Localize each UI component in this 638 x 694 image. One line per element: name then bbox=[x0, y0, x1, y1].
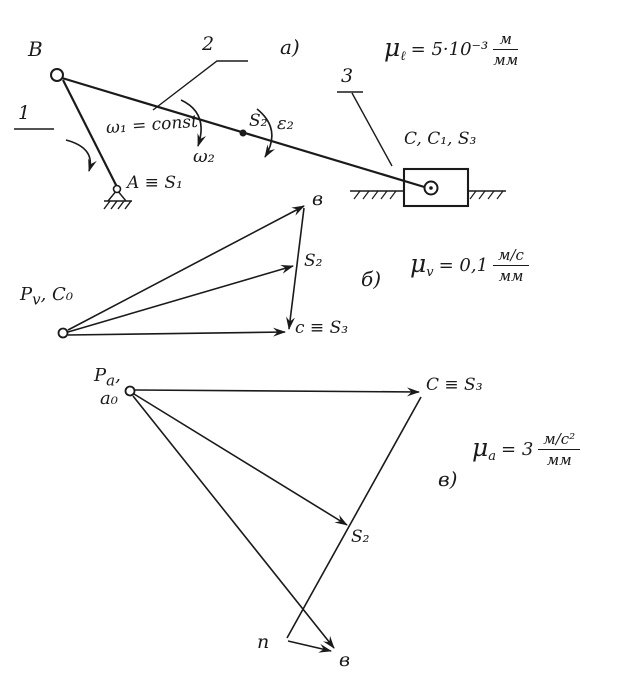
label-velocity-b: в bbox=[312, 188, 324, 210]
pivot-A-pin bbox=[112, 184, 122, 194]
acceleration-vector-b bbox=[132, 395, 335, 649]
label-C-C1-S3: C, C₁, S₃ bbox=[404, 129, 477, 149]
section-label-v: в) bbox=[438, 467, 458, 491]
rail-hatching-right bbox=[469, 190, 504, 200]
rail-hatching-left bbox=[353, 190, 397, 200]
label-omega2: ω₂ bbox=[193, 146, 215, 167]
section-label-b: б) bbox=[361, 267, 382, 291]
omega2-rotation-arrow bbox=[180, 99, 207, 147]
acceleration-vector-S2 bbox=[133, 393, 348, 526]
velocity-pole bbox=[57, 327, 69, 339]
acceleration-polygon bbox=[124, 385, 422, 653]
mechanism-diagram bbox=[14, 60, 506, 210]
acceleration-line-c-n bbox=[286, 396, 422, 639]
mu-v-symbol: μv bbox=[410, 249, 434, 281]
epsilon2-arrow bbox=[256, 108, 276, 158]
label-velocity-pole: Pv, C₀ bbox=[20, 284, 74, 309]
joint-B bbox=[50, 68, 64, 82]
acceleration-vector-c bbox=[134, 387, 420, 397]
label-link-1: 1 bbox=[18, 102, 31, 124]
label-S2-mechanism: S₂ bbox=[249, 111, 268, 131]
label-point-B: B bbox=[28, 37, 43, 61]
mu-l-symbol: μℓ bbox=[384, 33, 406, 65]
label-velocity-S2: S₂ bbox=[304, 251, 323, 271]
label-link-2: 2 bbox=[202, 33, 215, 55]
velocity-vector-b bbox=[67, 205, 305, 331]
label-acceleration-c: C ≡ S₃ bbox=[426, 375, 483, 395]
crank-link-1 bbox=[62, 79, 118, 188]
mu-a-symbol: μa bbox=[472, 433, 497, 465]
point-S2-mechanism bbox=[239, 129, 247, 137]
label-acceleration-n: n bbox=[257, 631, 270, 653]
velocity-polygon bbox=[57, 205, 305, 339]
slider-pin-center bbox=[429, 186, 433, 190]
leader-link-3 bbox=[351, 92, 393, 167]
leader-link-2 bbox=[152, 60, 248, 111]
label-acceleration-b: в bbox=[339, 649, 351, 671]
label-A-S1: A ≡ S₁ bbox=[127, 173, 183, 193]
acceleration-vector-n-b bbox=[287, 640, 332, 653]
label-acceleration-S2: S₂ bbox=[351, 527, 370, 547]
velocity-vector-cb bbox=[286, 207, 305, 330]
velocity-vector-S2 bbox=[67, 265, 294, 333]
coupler-link-2 bbox=[61, 76, 432, 191]
label-acceleration-pole: Pa, a₀ bbox=[94, 365, 121, 410]
label-velocity-c: c ≡ S₃ bbox=[295, 318, 349, 338]
acceleration-pole bbox=[124, 385, 136, 397]
velocity-vector-c bbox=[67, 327, 286, 337]
label-epsilon2: ε₂ bbox=[277, 113, 294, 134]
omega1-rotation-arrow bbox=[65, 139, 97, 172]
label-link-3: 3 bbox=[341, 65, 354, 87]
section-label-a: а) bbox=[280, 35, 300, 59]
